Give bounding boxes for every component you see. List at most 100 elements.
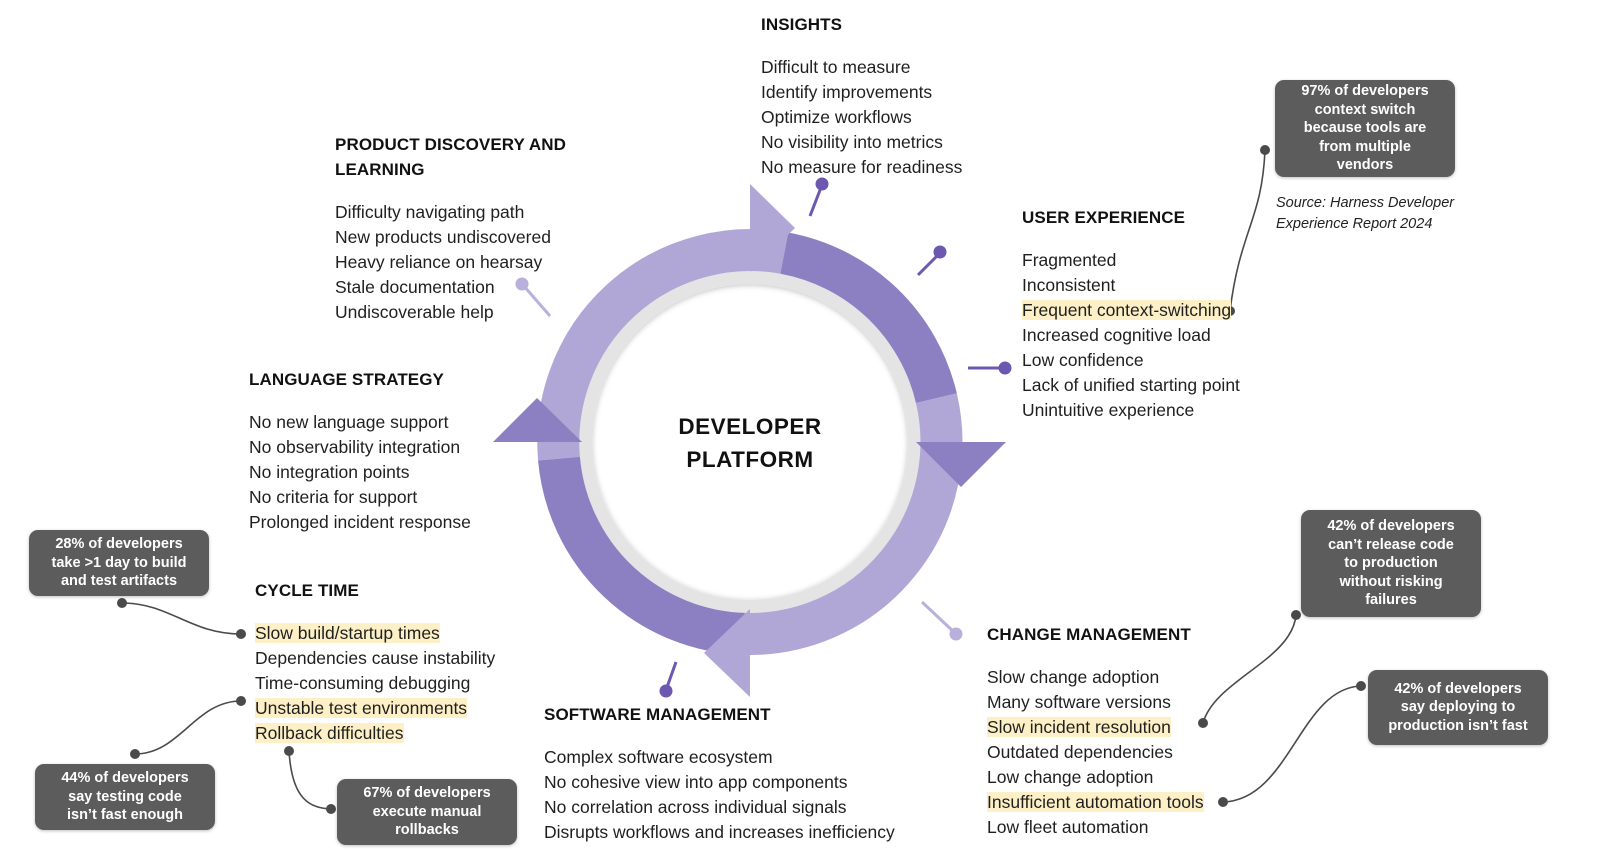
callout-line: vendors	[1336, 157, 1394, 174]
list-item: New products undiscovered	[335, 227, 551, 247]
stat-callout-release: 42% of developers can’t release code to …	[1301, 510, 1481, 617]
callout-line: take >1 day to build	[51, 554, 187, 571]
stat-callout-rollbacks: 67% of developers execute manual rollbac…	[337, 779, 517, 845]
connector-dot	[326, 804, 336, 814]
list-item: No observability integration	[249, 437, 461, 457]
callout-line: 42% of developers	[1327, 518, 1455, 535]
item-list: No new language support No observability…	[249, 410, 471, 535]
stat-callout-deploying: 42% of developers say deploying to produ…	[1368, 670, 1548, 745]
callout-line: 42% of developers	[1394, 680, 1522, 697]
list-item: Difficult to measure	[761, 57, 911, 77]
connector-dot	[1291, 610, 1301, 620]
callout-line: 97% of developers	[1301, 83, 1429, 100]
highlight: Frequent context-switching	[1022, 300, 1232, 320]
pin-software-management	[659, 661, 678, 698]
list-item: Unintuitive experience	[1022, 400, 1195, 420]
list-item: Disrupts workflows and increases ineffic…	[544, 822, 895, 842]
arrowhead-left	[493, 398, 582, 442]
callout-line: 44% of developers	[61, 770, 189, 787]
stat-callout-context-switch: 97% of developers context switch because…	[1275, 80, 1455, 177]
item-list: Complex software ecosystem No cohesive v…	[544, 745, 895, 845]
arrowhead-top	[750, 184, 795, 272]
section-title: CHANGE MANAGEMENT	[987, 625, 1191, 644]
callout-line: rollbacks	[395, 822, 459, 839]
highlight: Unstable test environments	[255, 698, 468, 718]
section-language-strategy: LANGUAGE STRATEGY No new language suppor…	[249, 367, 471, 535]
callout-line: to production	[1344, 555, 1438, 572]
highlight: Rollback difficulties	[255, 723, 404, 743]
highlight: Slow incident resolution	[987, 717, 1171, 737]
list-item: Complex software ecosystem	[544, 747, 773, 767]
connector-dot	[1198, 718, 1208, 728]
callout-line: because tools are	[1303, 120, 1427, 137]
connector-dot	[1260, 145, 1270, 155]
list-item: Heavy reliance on hearsay	[335, 252, 543, 272]
callout-line: and test artifacts	[60, 573, 178, 590]
section-title-line2: LEARNING	[335, 160, 425, 179]
callout-line: failures	[1365, 592, 1417, 609]
arc-segment-top-left	[537, 229, 789, 461]
item-list: Fragmented Inconsistent Frequent context…	[1022, 248, 1240, 423]
center-title-line2: PLATFORM	[686, 447, 814, 472]
list-item: Lack of unified starting point	[1022, 375, 1240, 395]
section-title-line1: PRODUCT DISCOVERY AND	[335, 135, 566, 154]
list-item: Many software versions	[987, 692, 1171, 712]
list-item: Difficulty navigating path	[335, 202, 525, 222]
list-item-highlighted: Unstable test environments	[255, 696, 495, 721]
connector-dot	[236, 696, 246, 706]
section-software-management: SOFTWARE MANAGEMENT Complex software eco…	[544, 702, 895, 845]
section-title: CYCLE TIME	[255, 581, 359, 600]
list-item-highlighted: Slow incident resolution	[987, 715, 1204, 740]
list-item: No cohesive view into app components	[544, 772, 848, 792]
source-note: Source: Harness Developer Experience Rep…	[1276, 193, 1454, 235]
section-title: USER EXPERIENCE	[1022, 208, 1186, 227]
item-list: Difficult to measure Identify improvemen…	[761, 55, 962, 180]
section-title: LANGUAGE STRATEGY	[249, 370, 445, 389]
callout-line: without risking	[1339, 573, 1443, 590]
arrowhead-right	[916, 442, 1006, 487]
item-list: Slow build/startup times Dependencies ca…	[255, 621, 495, 746]
stat-callout-build-artifacts: 28% of developers take >1 day to build a…	[29, 530, 209, 596]
pin-user-experience	[968, 361, 1012, 375]
center-title: DEVELOPER PLATFORM	[650, 410, 850, 476]
callout-line: production isn’t fast	[1388, 717, 1528, 734]
callout-line: 67% of developers	[363, 785, 491, 802]
item-list: Difficulty navigating path New products …	[335, 200, 566, 325]
callout-line: 28% of developers	[55, 536, 183, 553]
list-item: Increased cognitive load	[1022, 325, 1211, 345]
list-item: Dependencies cause instability	[255, 648, 496, 668]
highlight: Slow build/startup times	[255, 623, 440, 643]
pin-change-management	[920, 600, 963, 641]
list-item-highlighted: Insufficient automation tools	[987, 790, 1204, 815]
callout-line: say testing code	[68, 788, 182, 805]
list-item-highlighted: Rollback difficulties	[255, 721, 495, 746]
connector-dot	[236, 629, 246, 639]
list-item: Inconsistent	[1022, 275, 1116, 295]
pin-product-discovery	[515, 277, 552, 317]
connector-context-switch	[1229, 149, 1266, 312]
pin-user-experience-upper	[916, 245, 947, 277]
center-title-line1: DEVELOPER	[678, 414, 822, 439]
list-item: Outdated dependencies	[987, 742, 1173, 762]
section-change-management: CHANGE MANAGEMENT Slow change adoption M…	[987, 622, 1204, 840]
list-item: No visibility into metrics	[761, 132, 943, 152]
list-item: No measure for readiness	[761, 157, 963, 177]
callout-line: isn’t fast enough	[66, 807, 183, 824]
list-item-highlighted: Frequent context-switching	[1022, 298, 1240, 323]
section-user-experience: USER EXPERIENCE Fragmented Inconsistent …	[1022, 205, 1240, 423]
arrowhead-bottom	[704, 609, 750, 697]
list-item: No integration points	[249, 462, 410, 482]
list-item: No criteria for support	[249, 487, 418, 507]
section-cycle-time: CYCLE TIME Slow build/startup times Depe…	[255, 578, 495, 746]
list-item-highlighted: Slow build/startup times	[255, 621, 495, 646]
section-title: INSIGHTS	[761, 15, 843, 34]
callout-line: from multiple	[1319, 138, 1411, 155]
connector-dot	[130, 749, 140, 759]
list-item: Low fleet automation	[987, 817, 1149, 837]
list-item: Prolonged incident response	[249, 512, 471, 532]
list-item: Identify improvements	[761, 82, 933, 102]
list-item: Fragmented	[1022, 250, 1117, 270]
list-item: Stale documentation	[335, 277, 495, 297]
item-list: Slow change adoption Many software versi…	[987, 665, 1204, 840]
connector-dot	[1218, 797, 1228, 807]
